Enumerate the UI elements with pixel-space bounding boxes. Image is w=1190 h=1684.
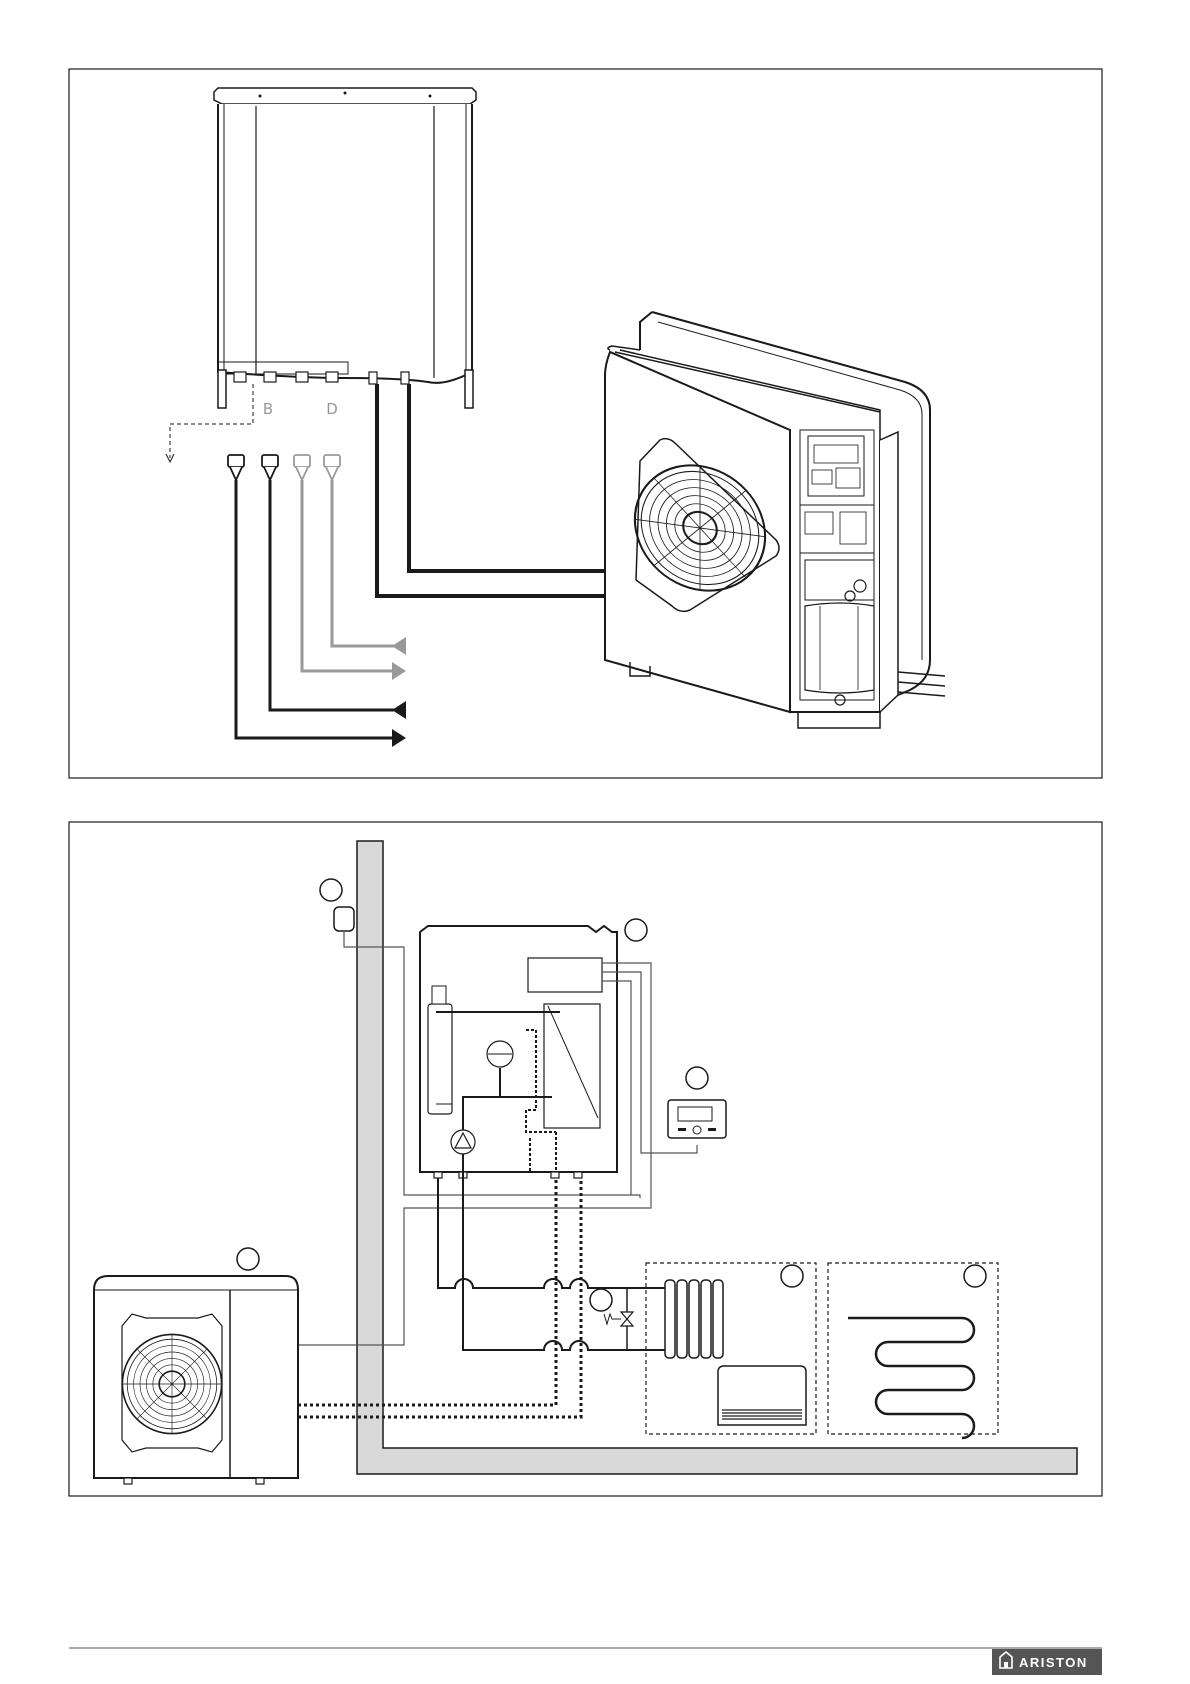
underfloor-loop — [848, 1318, 974, 1438]
connection-label-d: D — [326, 400, 338, 418]
connection-label-b: B — [263, 400, 273, 418]
refrigerant-gas — [298, 1178, 581, 1417]
outdoor-unit — [605, 312, 945, 728]
room-thermostat — [668, 1100, 726, 1138]
bottom-figure — [69, 822, 1102, 1496]
outdoor-sensor — [334, 907, 354, 931]
underfloor-zone — [828, 1263, 998, 1434]
bypass-valve — [621, 1312, 633, 1326]
heat-exchanger — [544, 1004, 600, 1128]
pipe-a — [236, 480, 392, 738]
outdoor-unit-small — [94, 1276, 298, 1484]
radiator — [665, 1280, 723, 1358]
shutoff-valves — [228, 455, 340, 480]
fan-coil — [718, 1366, 806, 1425]
indoor-unit — [214, 88, 476, 408]
ariston-logo: ARISTON — [992, 1649, 1102, 1675]
return-pipe — [463, 1154, 665, 1350]
refrigerant-liquid — [298, 1178, 556, 1405]
drain-line — [170, 384, 253, 458]
brand-name: ARISTON — [1019, 1655, 1088, 1670]
pipe-d — [332, 480, 394, 646]
control-board — [528, 958, 602, 992]
indoor-module — [420, 926, 617, 1178]
backup-heater — [428, 1004, 452, 1114]
footer: ARISTON — [69, 1648, 1102, 1675]
top-figure: B D — [69, 69, 1102, 778]
